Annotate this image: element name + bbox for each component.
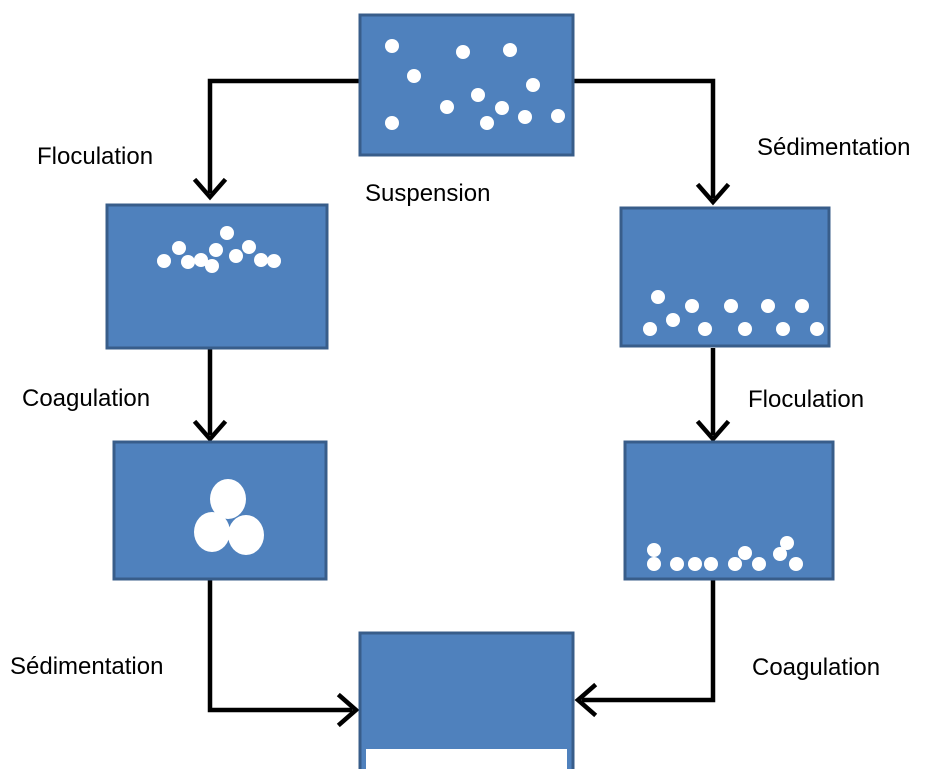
floculation-box-left [105, 203, 329, 350]
label-suspension: Suspension [365, 180, 491, 207]
arrowhead-sedimentation [695, 182, 731, 206]
connectors [192, 78, 731, 728]
label-floculation-right: Floculation [748, 386, 865, 413]
label-coagulation-left: Coagulation [22, 385, 151, 412]
label-sedimentation-right: Sédimentation [757, 134, 911, 161]
arrowhead-final-right [574, 682, 598, 718]
label-coagulation-right: Coagulation [752, 654, 881, 681]
connector-coagulation-right-to-final [582, 580, 716, 703]
arrowhead-coagulation-left [192, 419, 228, 443]
label-sedimentation-left: Sédimentation [10, 653, 164, 680]
arrowhead-final-left [336, 692, 360, 728]
floculation-box-right [623, 440, 835, 581]
label-floculation-left: Floculation [37, 143, 154, 170]
suspension-box [358, 13, 575, 157]
floc-particles-left [157, 226, 281, 273]
connector-coagulation-to-final [207, 580, 352, 713]
coagulation-box-left [112, 440, 328, 581]
sediment-particles-right [643, 290, 824, 336]
connector-suspension-to-sedimentation [573, 78, 716, 198]
sediment-layer [366, 749, 567, 769]
coagulated-particles [194, 479, 264, 555]
final-sediment-box [358, 631, 575, 769]
arrowhead-floculation [192, 177, 228, 201]
floc-particles-right [647, 536, 803, 571]
sedimentation-box-right [619, 206, 831, 348]
arrowhead-floculation-right [695, 419, 731, 443]
connector-suspension-to-floculation [207, 78, 360, 193]
suspension-particles [385, 39, 565, 130]
